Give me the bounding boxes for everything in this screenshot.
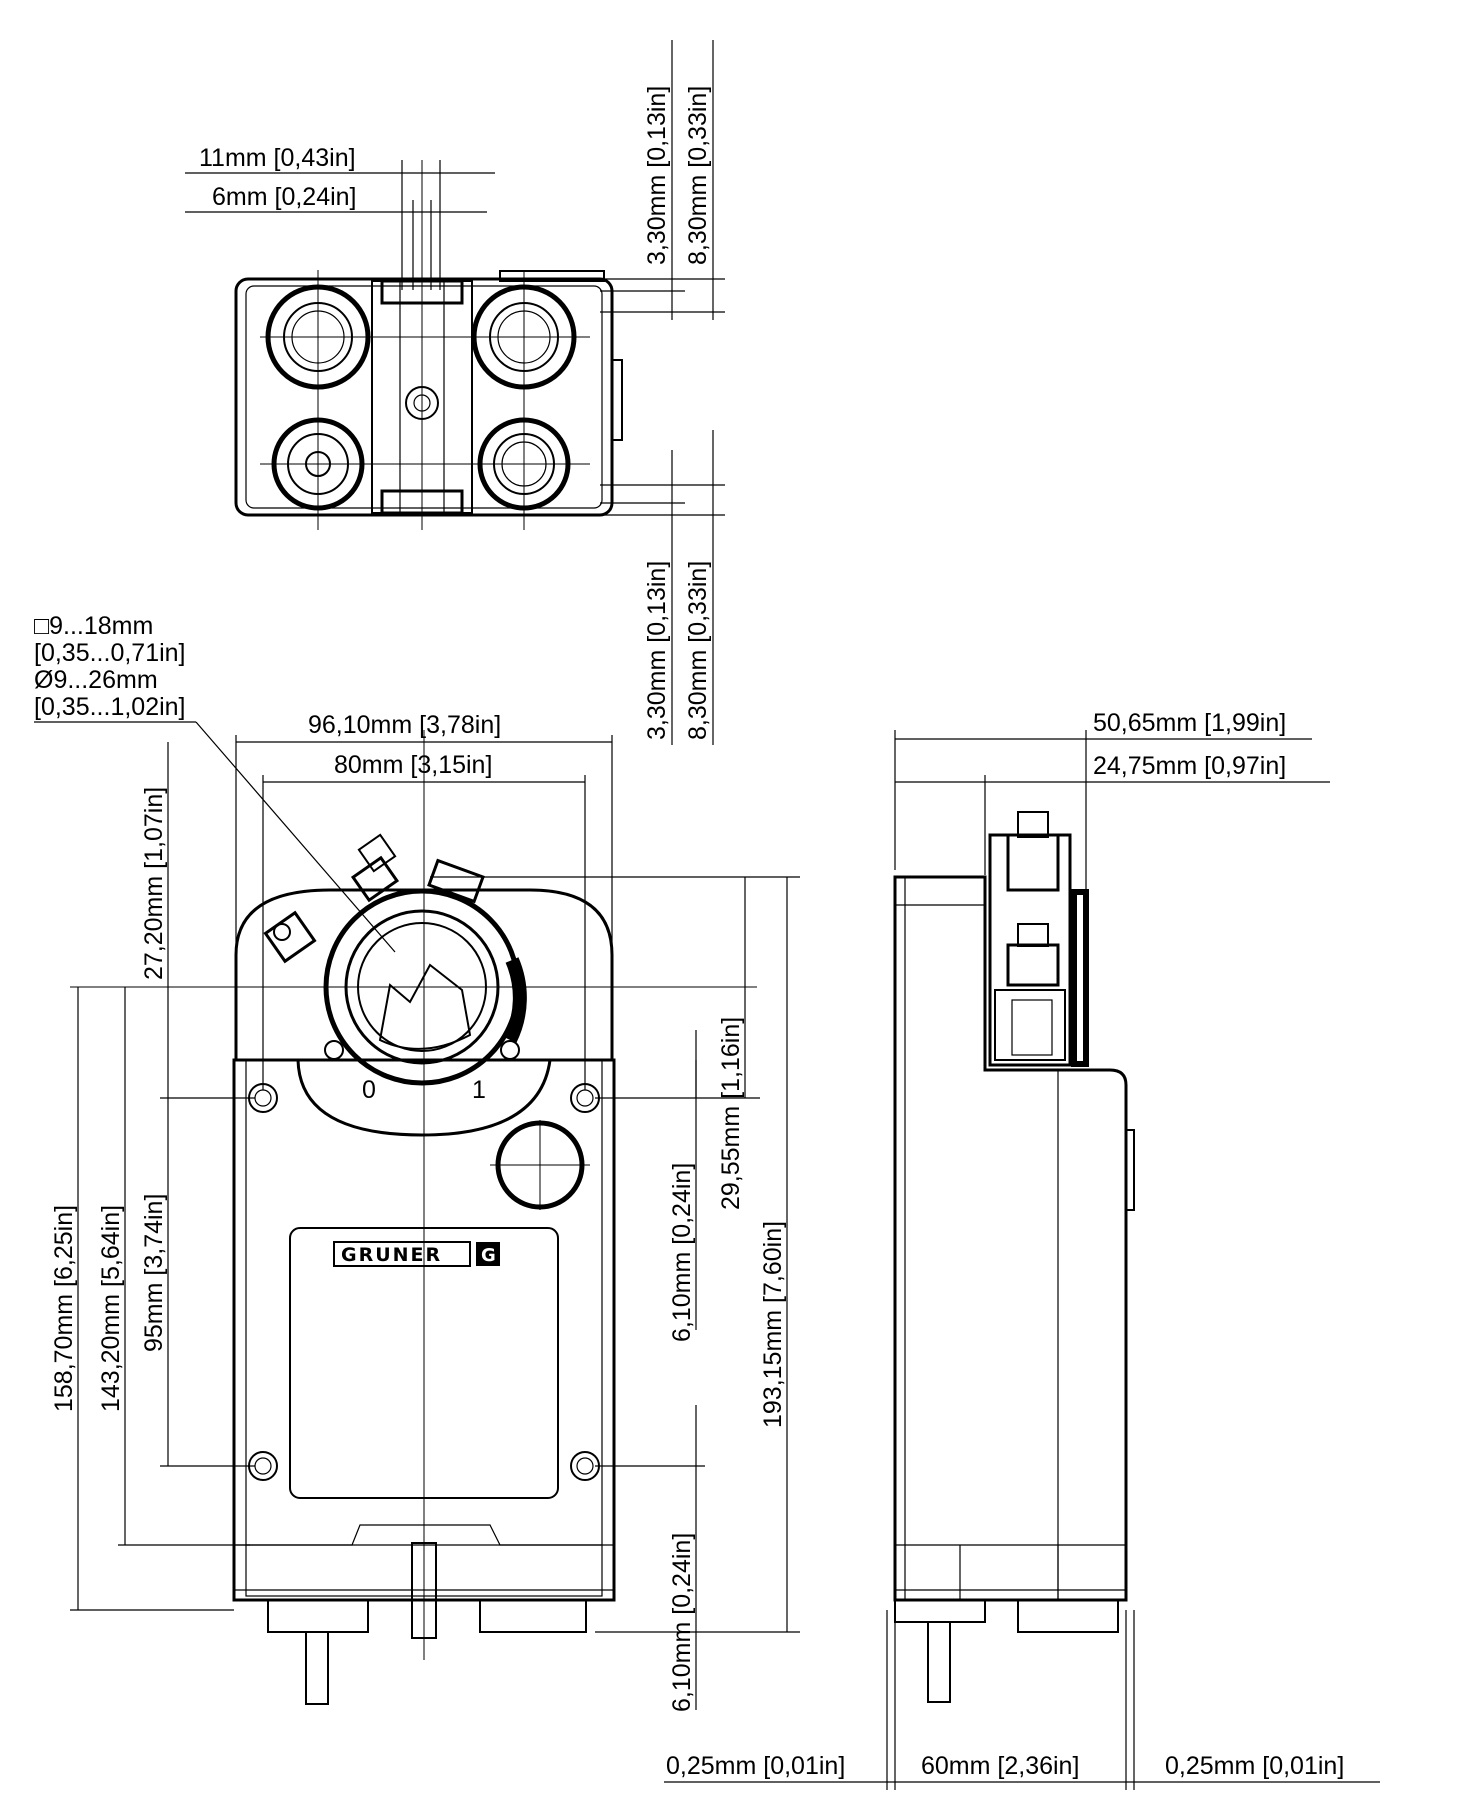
shaft-note-line4: [0,35...1,02in] <box>34 693 186 721</box>
gruner-logo-mark <box>476 1242 500 1266</box>
shaft-note-line2: [0,35...0,71in] <box>34 639 186 667</box>
dim-60-label: 60mm [2,36in] <box>921 1752 1079 1780</box>
side-view-clamp <box>988 811 1089 1067</box>
top-view: 11mm [0,43in] 6mm [0,24in] 3,30mm [0,13i… <box>185 40 725 745</box>
gruner-logo <box>333 1241 471 1267</box>
dim-0-25-right-label: 0,25mm [0,01in] <box>1165 1752 1344 1780</box>
dim-158-70-label: 158,70mm [6,25in] <box>50 1205 78 1412</box>
dim-3-30-bottom-label: 3,30mm [0,13in] <box>643 561 671 740</box>
dim-6mm-label: 6mm [0,24in] <box>212 183 357 211</box>
shaft-note: □9...18mm [0,35...0,71in] Ø9...26mm [0,3… <box>34 612 396 953</box>
scale-0-label: 0 <box>362 1076 376 1104</box>
dim-8-30-top-label: 8,30mm [0,33in] <box>684 86 712 265</box>
shaft-note-line1: □9...18mm <box>34 612 153 640</box>
front-view-dome <box>234 888 614 1060</box>
dim-143-20-label: 143,20mm [5,64in] <box>97 1205 125 1412</box>
front-view-rotary-clamp <box>263 833 527 1086</box>
side-view-body <box>893 875 1128 1602</box>
dim-6-10-upper-label: 6,10mm [0,24in] <box>668 1163 696 1342</box>
dim-6-10-lower-label: 6,10mm [0,24in] <box>668 1533 696 1712</box>
gruner-logo-mark-text: G <box>481 1245 496 1266</box>
dim-29-55-label: 29,55mm [1,16in] <box>717 1017 745 1210</box>
scale-1-label: 1 <box>472 1076 486 1104</box>
gruner-logo-text: GRUNER <box>341 1244 442 1266</box>
dim-24-75-label: 24,75mm [0,97in] <box>1093 752 1286 780</box>
dim-11mm-label: 11mm [0,43in] <box>199 144 356 172</box>
shaft-note-line3: Ø9...26mm <box>34 666 158 694</box>
dim-27-20-label: 27,20mm [1,07in] <box>140 787 168 980</box>
dim-8-30-bottom-label: 8,30mm [0,33in] <box>684 561 712 740</box>
dim-width-holes-label: 80mm [3,15in] <box>334 751 492 779</box>
front-view: GRUNER G 0 1 <box>50 711 800 1712</box>
dim-width-total-label: 96,10mm [3,78in] <box>308 711 501 739</box>
dim-0-25-left-label: 0,25mm [0,01in] <box>666 1752 845 1780</box>
dim-95-label: 95mm [3,74in] <box>140 1194 168 1352</box>
dim-50-65-label: 50,65mm [1,99in] <box>1093 709 1286 737</box>
side-view: 50,65mm [1,99in] 24,75mm [0,97in] 0,25mm… <box>664 709 1380 1790</box>
dim-3-30-top-label: 3,30mm [0,13in] <box>643 86 671 265</box>
top-view-glands <box>265 284 577 511</box>
dim-193-15-label: 193,15mm [7,60in] <box>759 1221 787 1428</box>
